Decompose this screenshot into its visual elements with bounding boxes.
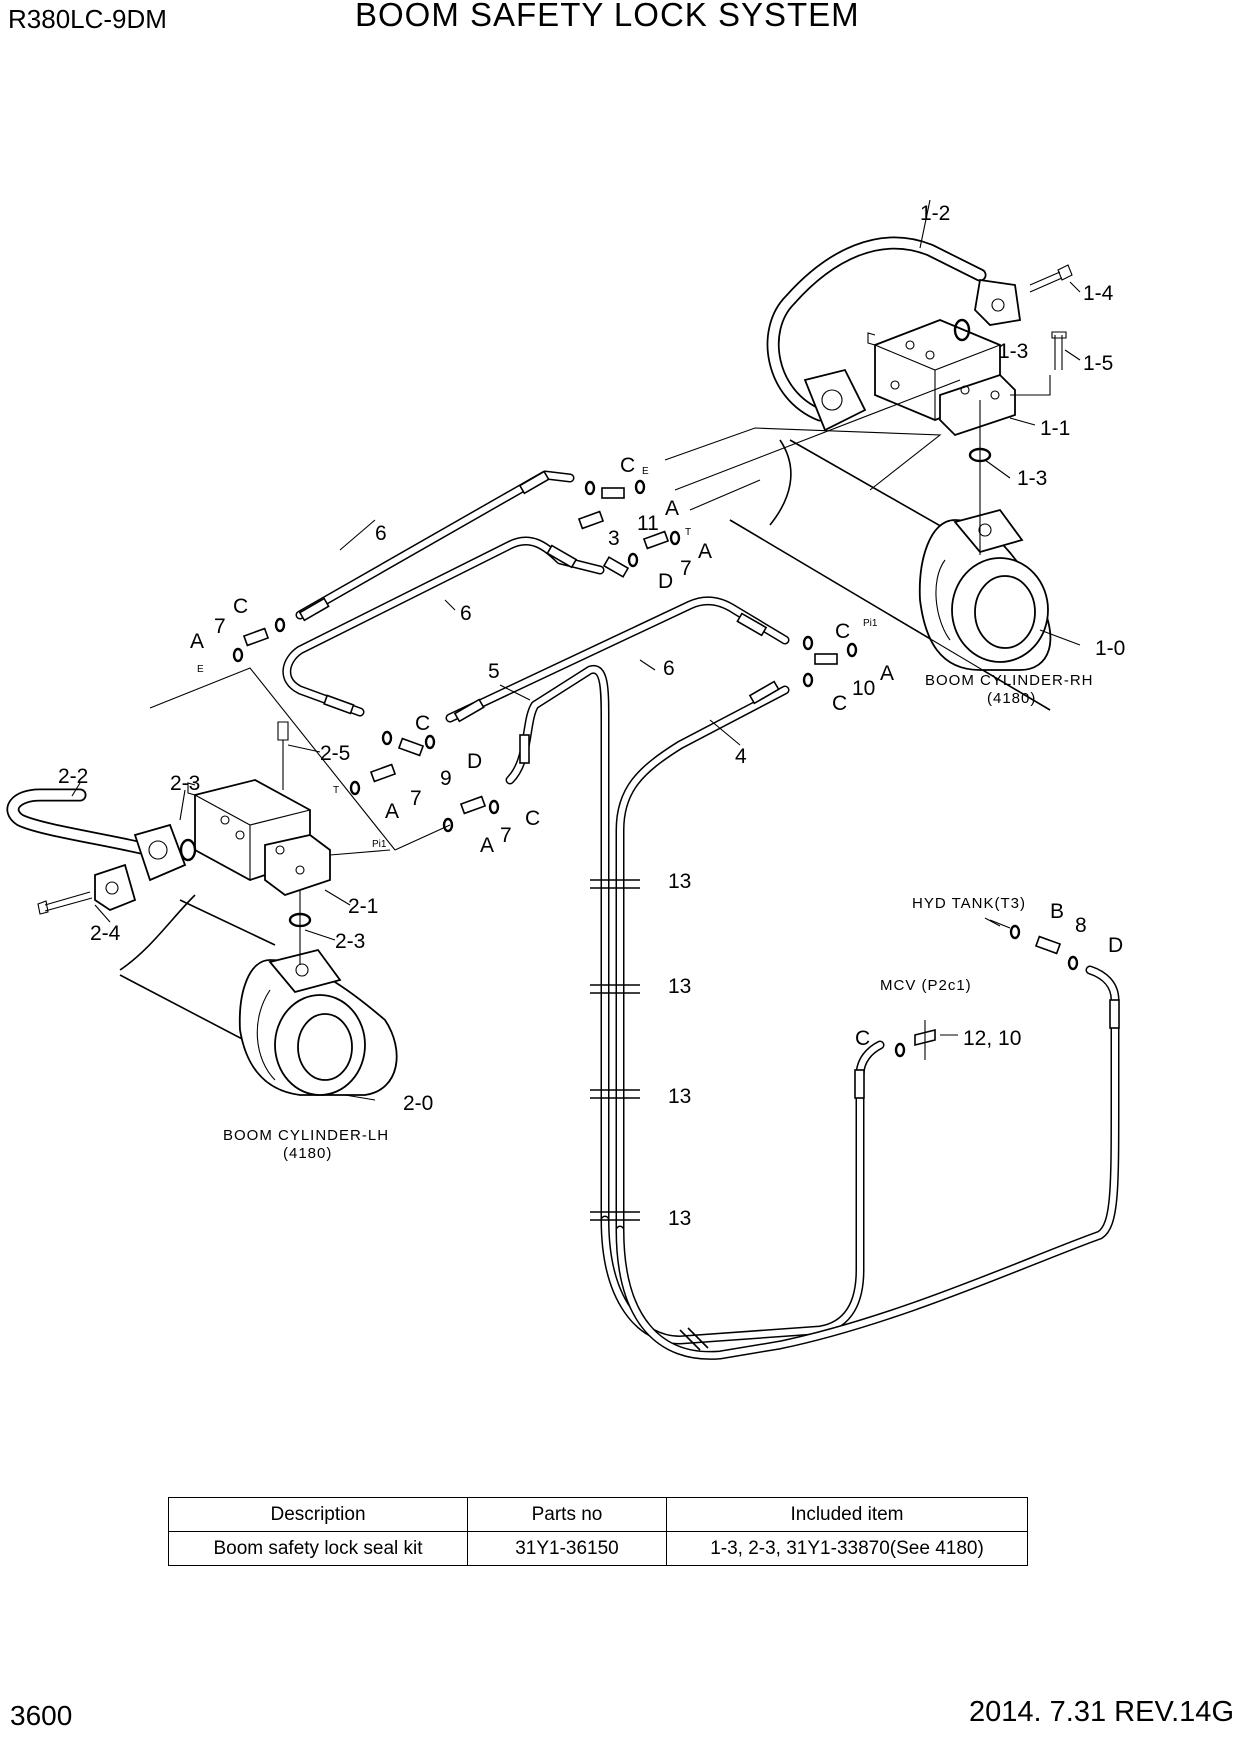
callout-9: 9 <box>440 767 452 790</box>
callout-labels: 1-2 1-4 1-3 1-5 1-1 1-3 1-0 2-2 2-3 2-5 … <box>58 202 1125 1230</box>
callout-d-3: D <box>1108 934 1123 957</box>
callout-d-2: D <box>467 750 482 773</box>
note-boom-cylinder-rh-ref: (4180) <box>987 690 1036 707</box>
callout-8: 8 <box>1075 914 1087 937</box>
callout-a-4: A <box>385 800 399 823</box>
callout-7-center: 7 <box>410 787 422 810</box>
callout-13-third: 13 <box>668 1085 691 1108</box>
diagram-notes: BOOM CYLINDER-RH (4180) BOOM CYLINDER-LH… <box>223 672 1094 1162</box>
port-mark-e-2: E <box>197 664 204 675</box>
note-hyd-tank: HYD TANK(T3) <box>912 895 1026 912</box>
page-number: 3600 <box>10 1700 73 1731</box>
callout-1-4: 1-4 <box>1083 282 1114 305</box>
parts-table-header: Description Parts no Included item <box>168 1497 1028 1532</box>
callout-2-3-lower: 2-3 <box>335 930 365 953</box>
reference-lines <box>71 199 1081 1101</box>
port-mark-pi1-right: Pi1 <box>863 618 878 629</box>
callout-2-1: 2-1 <box>348 895 378 918</box>
callout-5: 5 <box>488 660 500 683</box>
column-header-included-item: Included item <box>666 1497 1028 1532</box>
callout-1-3-upper: 1-3 <box>998 340 1028 363</box>
table-row: Boom safety lock seal kit 31Y1-36150 1-3… <box>168 1531 1028 1566</box>
cell-included-item: 1-3, 2-3, 31Y1-33870(See 4180) <box>666 1531 1028 1566</box>
callout-13-first: 13 <box>668 870 691 893</box>
cell-parts-no: 31Y1-36150 <box>467 1531 667 1566</box>
boom-pipe-lh <box>6 788 197 915</box>
callout-11: 11 <box>637 512 659 535</box>
callout-6-middle: 6 <box>460 602 472 625</box>
callout-1-3-lower: 1-3 <box>1017 467 1047 490</box>
page-title: BOOM SAFETY LOCK SYSTEM <box>355 0 860 33</box>
port-mark-t-1: T <box>685 527 691 538</box>
callout-13-second: 13 <box>668 975 691 998</box>
callout-c-2: C <box>233 595 248 618</box>
callout-6-right: 6 <box>663 657 675 680</box>
callout-3: 3 <box>608 527 620 550</box>
port-mark-pi1-left: Pi1 <box>372 839 387 850</box>
callout-2-5: 2-5 <box>320 742 350 765</box>
callout-a-3: A <box>190 630 204 653</box>
callout-a-2: A <box>698 540 712 563</box>
safety-valve-lh <box>187 721 331 965</box>
pilot-hoses <box>282 470 1120 1360</box>
callout-1-1: 1-1 <box>1040 417 1070 440</box>
callout-c-3: C <box>415 712 430 735</box>
boom-cylinder-rh <box>729 439 1052 711</box>
parts-table: Description Parts no Included item Boom … <box>168 1497 1028 1566</box>
revision-date: 2014. 7.31 REV.14G <box>969 1696 1234 1728</box>
callout-b: B <box>1050 900 1064 923</box>
fittings-and-orings <box>232 479 1079 1060</box>
note-boom-cylinder-lh-ref: (4180) <box>283 1145 332 1162</box>
callout-1-0: 1-0 <box>1095 637 1125 660</box>
note-mcv: MCV (P2c1) <box>880 977 972 994</box>
safety-valve-rh <box>867 319 1051 555</box>
note-boom-cylinder-rh: BOOM CYLINDER-RH <box>925 672 1094 689</box>
boom-pipe-rh <box>766 236 1073 432</box>
callout-c-1: C <box>620 454 635 477</box>
callout-4: 4 <box>735 745 747 768</box>
callout-7-lower: 7 <box>500 824 512 847</box>
callout-6-top: 6 <box>375 522 387 545</box>
callout-a-5: A <box>480 834 494 857</box>
callout-7-top: 7 <box>680 557 692 580</box>
callout-c-6: C <box>832 692 847 715</box>
callout-1-2: 1-2 <box>920 202 950 225</box>
hose-clamps <box>590 879 709 1351</box>
note-boom-cylinder-lh: BOOM CYLINDER-LH <box>223 1127 389 1144</box>
model-number: R380LC-9DM <box>8 4 167 34</box>
callout-c-4: C <box>525 807 540 830</box>
port-mark-t-2: T <box>333 785 339 796</box>
callout-7-left: 7 <box>214 615 226 638</box>
callout-2-4: 2-4 <box>90 922 121 945</box>
callout-a-1: A <box>665 497 679 520</box>
callout-12-10: 12, 10 <box>963 1027 1021 1050</box>
cell-description: Boom safety lock seal kit <box>168 1531 468 1566</box>
callout-1-5: 1-5 <box>1083 352 1113 375</box>
column-header-description: Description <box>168 1497 468 1532</box>
column-header-parts-no: Parts no <box>467 1497 667 1532</box>
callout-d-1: D <box>658 570 673 593</box>
callout-13-fourth: 13 <box>668 1207 691 1230</box>
callout-a-6: A <box>880 662 894 685</box>
callout-c-5: C <box>835 620 850 643</box>
boom-cylinder-lh <box>119 894 398 1096</box>
callout-2-3-upper: 2-3 <box>170 772 200 795</box>
callout-2-2: 2-2 <box>58 765 88 788</box>
callout-2-0: 2-0 <box>403 1092 433 1115</box>
callout-c-7: C <box>855 1027 870 1050</box>
port-mark-e-1: E <box>642 466 649 477</box>
callout-10: 10 <box>852 677 875 700</box>
